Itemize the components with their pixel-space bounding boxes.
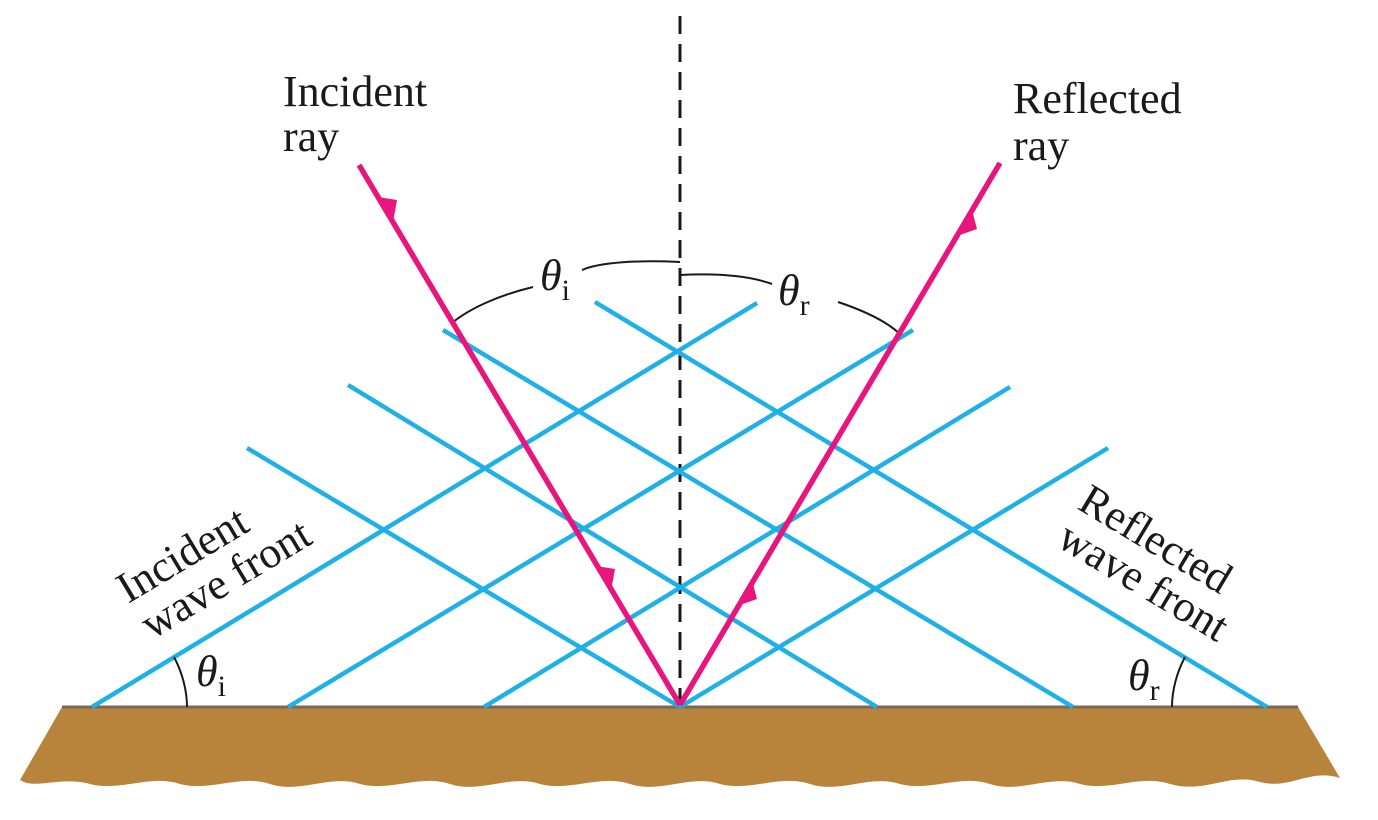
incident-wave-front-line <box>286 328 915 709</box>
reflected-ray-label-line2: ray <box>1013 121 1069 170</box>
reflected-ray <box>677 161 1003 707</box>
incident-ray-arrow <box>378 197 397 222</box>
incident-ray-arrow <box>596 566 615 591</box>
incident-wave-front-line <box>90 301 759 709</box>
reflected-ray-arrow <box>737 580 757 606</box>
reflected-wave-front-line <box>346 383 879 709</box>
incident-wave-front-line <box>482 385 1012 709</box>
theta-r-arc <box>837 301 901 335</box>
theta-i-arc <box>451 286 534 324</box>
theta-r-surface-label: θr <box>1128 651 1160 707</box>
theta-r-surface-arc <box>1171 656 1186 708</box>
theta-r-arc <box>679 273 773 285</box>
reflecting-surface <box>20 707 1340 787</box>
reflected-wave-front-line <box>593 300 1269 709</box>
reflected-ray-label-line1: Reflected <box>1013 74 1182 123</box>
incident-wave-fronts <box>90 301 1110 709</box>
theta-r-top-label: θr <box>778 266 810 322</box>
reflected-wave-fronts <box>245 300 1269 709</box>
theta-i-surface-arc <box>173 656 188 708</box>
reflected-wave-front-line <box>441 328 1075 709</box>
incident-wave-front-line <box>678 446 1110 709</box>
theta-i-top-label: θi <box>540 251 570 307</box>
reflected-wave-front-line <box>245 446 682 709</box>
incident-ray-label-line2: ray <box>283 112 339 161</box>
theta-i-arc <box>581 260 681 271</box>
reflected-ray-arrow <box>957 210 977 236</box>
incident-ray-label-line1: Incident <box>283 67 427 116</box>
incident-ray <box>356 163 683 707</box>
theta-i-surface-label: θi <box>196 647 226 703</box>
